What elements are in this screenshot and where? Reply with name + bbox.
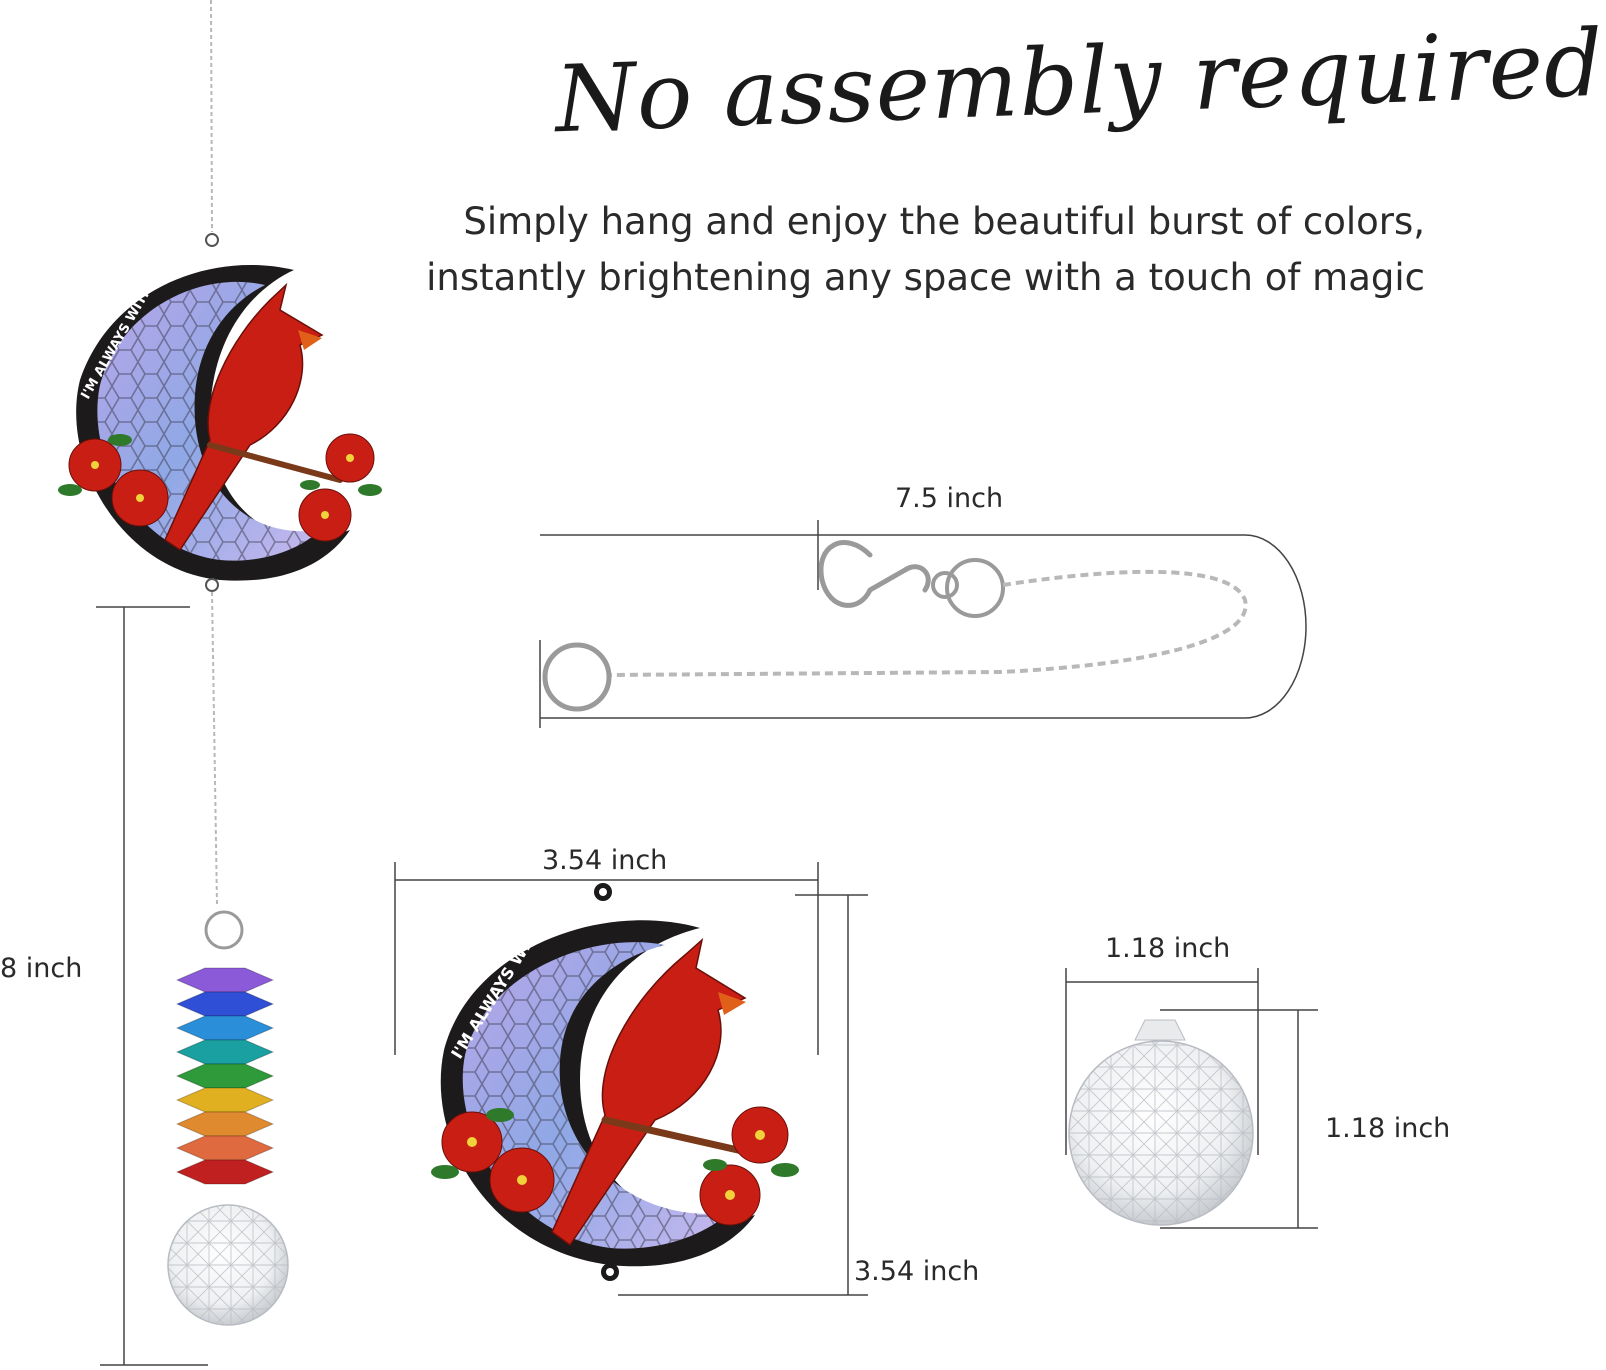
top-chain [210, 0, 213, 233]
large-ornament: I'M ALWAYS WITH YOU [431, 881, 799, 1281]
chain-links [609, 569, 1248, 677]
top-loop [205, 233, 219, 247]
small-ornament: I'M ALWAYS WITH YOU [58, 253, 382, 581]
bead [175, 1087, 275, 1113]
bead [175, 1063, 275, 1089]
large-cardinal-bird [551, 937, 747, 1247]
subtitle-line-2: instantly brightening any space with a t… [426, 256, 1425, 299]
bottom-loop [205, 578, 219, 592]
total-length-label: 8 inch [0, 953, 83, 984]
illustration-canvas: I'M ALWAYS WITH YOU [58, 0, 1318, 1366]
small-jump-ring [931, 571, 959, 599]
bead [175, 1111, 275, 1137]
branch [207, 442, 343, 483]
cardinal-bird [164, 282, 324, 552]
crystal-width-label: 1.18 inch [1105, 933, 1231, 964]
key-ring [542, 642, 612, 712]
bead [175, 1159, 275, 1185]
chain-length-label: 7.5 inch [895, 483, 1004, 514]
large-jump-ring [945, 558, 1005, 618]
chain-assembly [539, 520, 1307, 728]
ornament-width-label: 3.54 inch [542, 845, 668, 876]
bead [175, 1039, 275, 1065]
bead-ring [204, 910, 244, 950]
subtitle-line-1: Simply hang and enjoy the beautiful burs… [463, 200, 1425, 243]
s-hook [818, 540, 931, 608]
leaves [58, 434, 382, 496]
cardinal-beak [298, 330, 322, 350]
bead [175, 1135, 275, 1161]
hanging-suncatcher: I'M ALWAYS WITH YOU [58, 0, 382, 1326]
chain-dimension-outline [540, 534, 1307, 719]
ornament-dimension-lines [394, 862, 868, 1296]
bead [175, 991, 275, 1017]
bead [175, 1015, 275, 1041]
crystal-height-label: 1.18 inch [1325, 1113, 1451, 1144]
lower-chain [211, 591, 218, 906]
ornament-height-label: 3.54 inch [854, 1256, 980, 1287]
rainbow-bead-stack [175, 967, 275, 1185]
total-length-dimension-line [96, 606, 208, 1366]
crystal-ball-detail [1065, 968, 1318, 1229]
bead [175, 967, 275, 993]
